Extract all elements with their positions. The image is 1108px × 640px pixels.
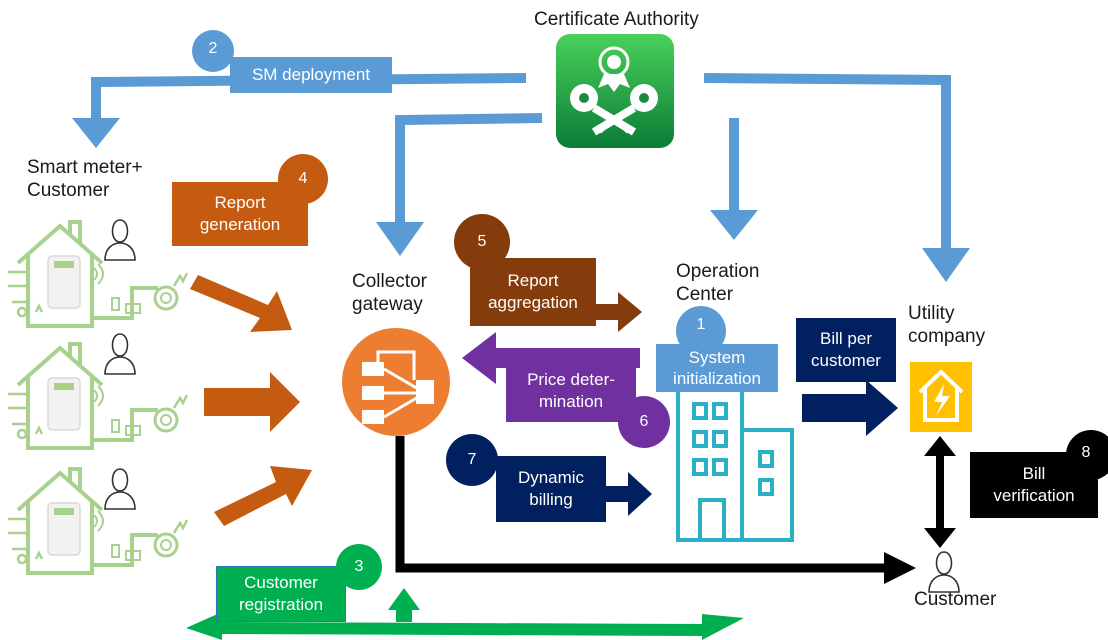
house-meter-icon	[6, 220, 189, 328]
verification-arrowhead-up	[924, 436, 956, 456]
smart-meter-label: Smart meter+Customer	[27, 157, 143, 201]
report-arrows	[190, 275, 312, 526]
verification-shaft	[936, 452, 944, 532]
step-7-badge: 7	[446, 434, 498, 486]
house-meter-icon	[6, 467, 189, 575]
step-2-badge: 2	[192, 30, 234, 72]
user-icon	[928, 551, 960, 593]
ca-label: Certificate Authority	[534, 9, 699, 30]
utility-house-bolt-icon	[910, 362, 972, 432]
price-arrow	[462, 332, 640, 384]
step-2-box: SM deployment	[230, 57, 392, 93]
collector-hub-icon	[342, 328, 450, 436]
bill-per-customer-arrow	[802, 380, 898, 436]
step-8-badge: 8	[1066, 430, 1108, 480]
verification-arrowhead-down	[924, 528, 956, 548]
house-meter-icon	[6, 342, 189, 450]
dynamic-billing-arrow	[564, 472, 652, 516]
step-6-badge: 6	[618, 396, 670, 448]
registration-arrow	[186, 588, 744, 640]
billing-path	[395, 436, 888, 573]
step-6-box: Price deter-mination	[506, 360, 636, 422]
aggregation-arrow	[552, 292, 642, 332]
billing-arrowhead	[884, 552, 916, 584]
step-3-badge: 3	[336, 544, 382, 590]
customer-label: Customer	[914, 589, 997, 610]
certificate-keys-icon	[556, 34, 674, 148]
user-icon	[104, 333, 136, 375]
ca-arrowheads	[72, 118, 970, 282]
user-icon	[104, 219, 136, 261]
user-icon	[104, 468, 136, 510]
building-icon	[676, 388, 794, 542]
step-4-badge: 4	[278, 154, 328, 204]
